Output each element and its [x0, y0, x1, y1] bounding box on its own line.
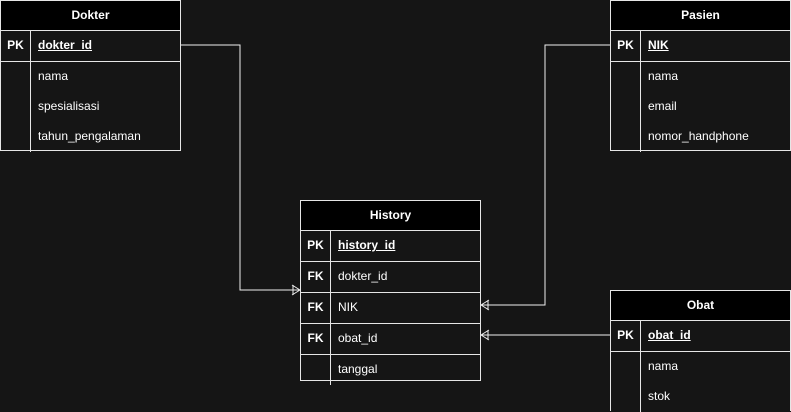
entity-title: History	[301, 201, 480, 231]
entity-title: Obat	[611, 291, 790, 321]
entity-row: tanggal	[301, 355, 480, 385]
entity-row: PK dokter_id	[1, 31, 180, 62]
entity-row: FK NIK	[301, 293, 480, 324]
key-label: FK	[301, 262, 331, 292]
field-name: spesialisasi	[38, 99, 100, 113]
key-label	[611, 92, 641, 122]
entity-obat[interactable]: Obat PK obat_id nama stok	[610, 290, 791, 412]
entity-row: nama	[611, 352, 790, 382]
entity-title: Dokter	[1, 1, 180, 31]
relation-pasien-history	[481, 44, 610, 306]
entity-pasien[interactable]: Pasien PK NIK nama email nomor_handphone	[610, 0, 791, 152]
field-name: obat_id	[338, 331, 378, 345]
field-name: dokter_id	[38, 38, 93, 52]
key-label	[611, 352, 641, 382]
entity-row: tahun_pengalaman	[1, 122, 180, 152]
relation-dokter-history	[180, 44, 300, 291]
key-label	[1, 122, 31, 152]
entity-row: email	[611, 92, 790, 122]
entity-dokter[interactable]: Dokter PK dokter_id nama spesialisasi ta…	[0, 0, 181, 152]
field-name: obat_id	[648, 328, 691, 342]
entity-row: PK NIK	[611, 31, 790, 62]
key-label: PK	[611, 321, 641, 351]
entity-row: nama	[611, 62, 790, 92]
entity-row: PK obat_id	[611, 321, 790, 352]
entity-history[interactable]: History PK history_id FK dokter_id FK NI…	[300, 200, 481, 385]
field-name: stok	[648, 389, 671, 403]
field-name: email	[648, 99, 677, 113]
field-name: history_id	[338, 238, 396, 252]
key-label: PK	[611, 31, 641, 61]
entity-row: spesialisasi	[1, 92, 180, 122]
field-name: tahun_pengalaman	[38, 129, 141, 143]
entity-row: FK dokter_id	[301, 262, 480, 293]
key-label: PK	[1, 31, 31, 61]
entity-row: stok	[611, 382, 790, 412]
entity-row: nama	[1, 62, 180, 92]
entity-row: nomor_handphone	[611, 122, 790, 152]
key-label	[611, 62, 641, 92]
field-name: dokter_id	[338, 269, 388, 283]
entity-title: Pasien	[611, 1, 790, 31]
field-name: tanggal	[338, 362, 378, 376]
field-name: NIK	[648, 38, 669, 52]
key-label	[611, 382, 641, 412]
key-label: FK	[301, 293, 331, 323]
key-label: PK	[301, 231, 331, 261]
field-name: nama	[648, 69, 679, 83]
field-name: nama	[38, 69, 69, 83]
field-name: NIK	[338, 300, 359, 314]
field-name: nomor_handphone	[648, 129, 749, 143]
key-label: FK	[301, 324, 331, 354]
key-label	[611, 122, 641, 152]
entity-row: PK history_id	[301, 231, 480, 262]
key-label	[301, 355, 331, 385]
key-label	[1, 62, 31, 92]
field-name: nama	[648, 359, 679, 373]
entity-row: FK obat_id	[301, 324, 480, 355]
key-label	[1, 92, 31, 122]
